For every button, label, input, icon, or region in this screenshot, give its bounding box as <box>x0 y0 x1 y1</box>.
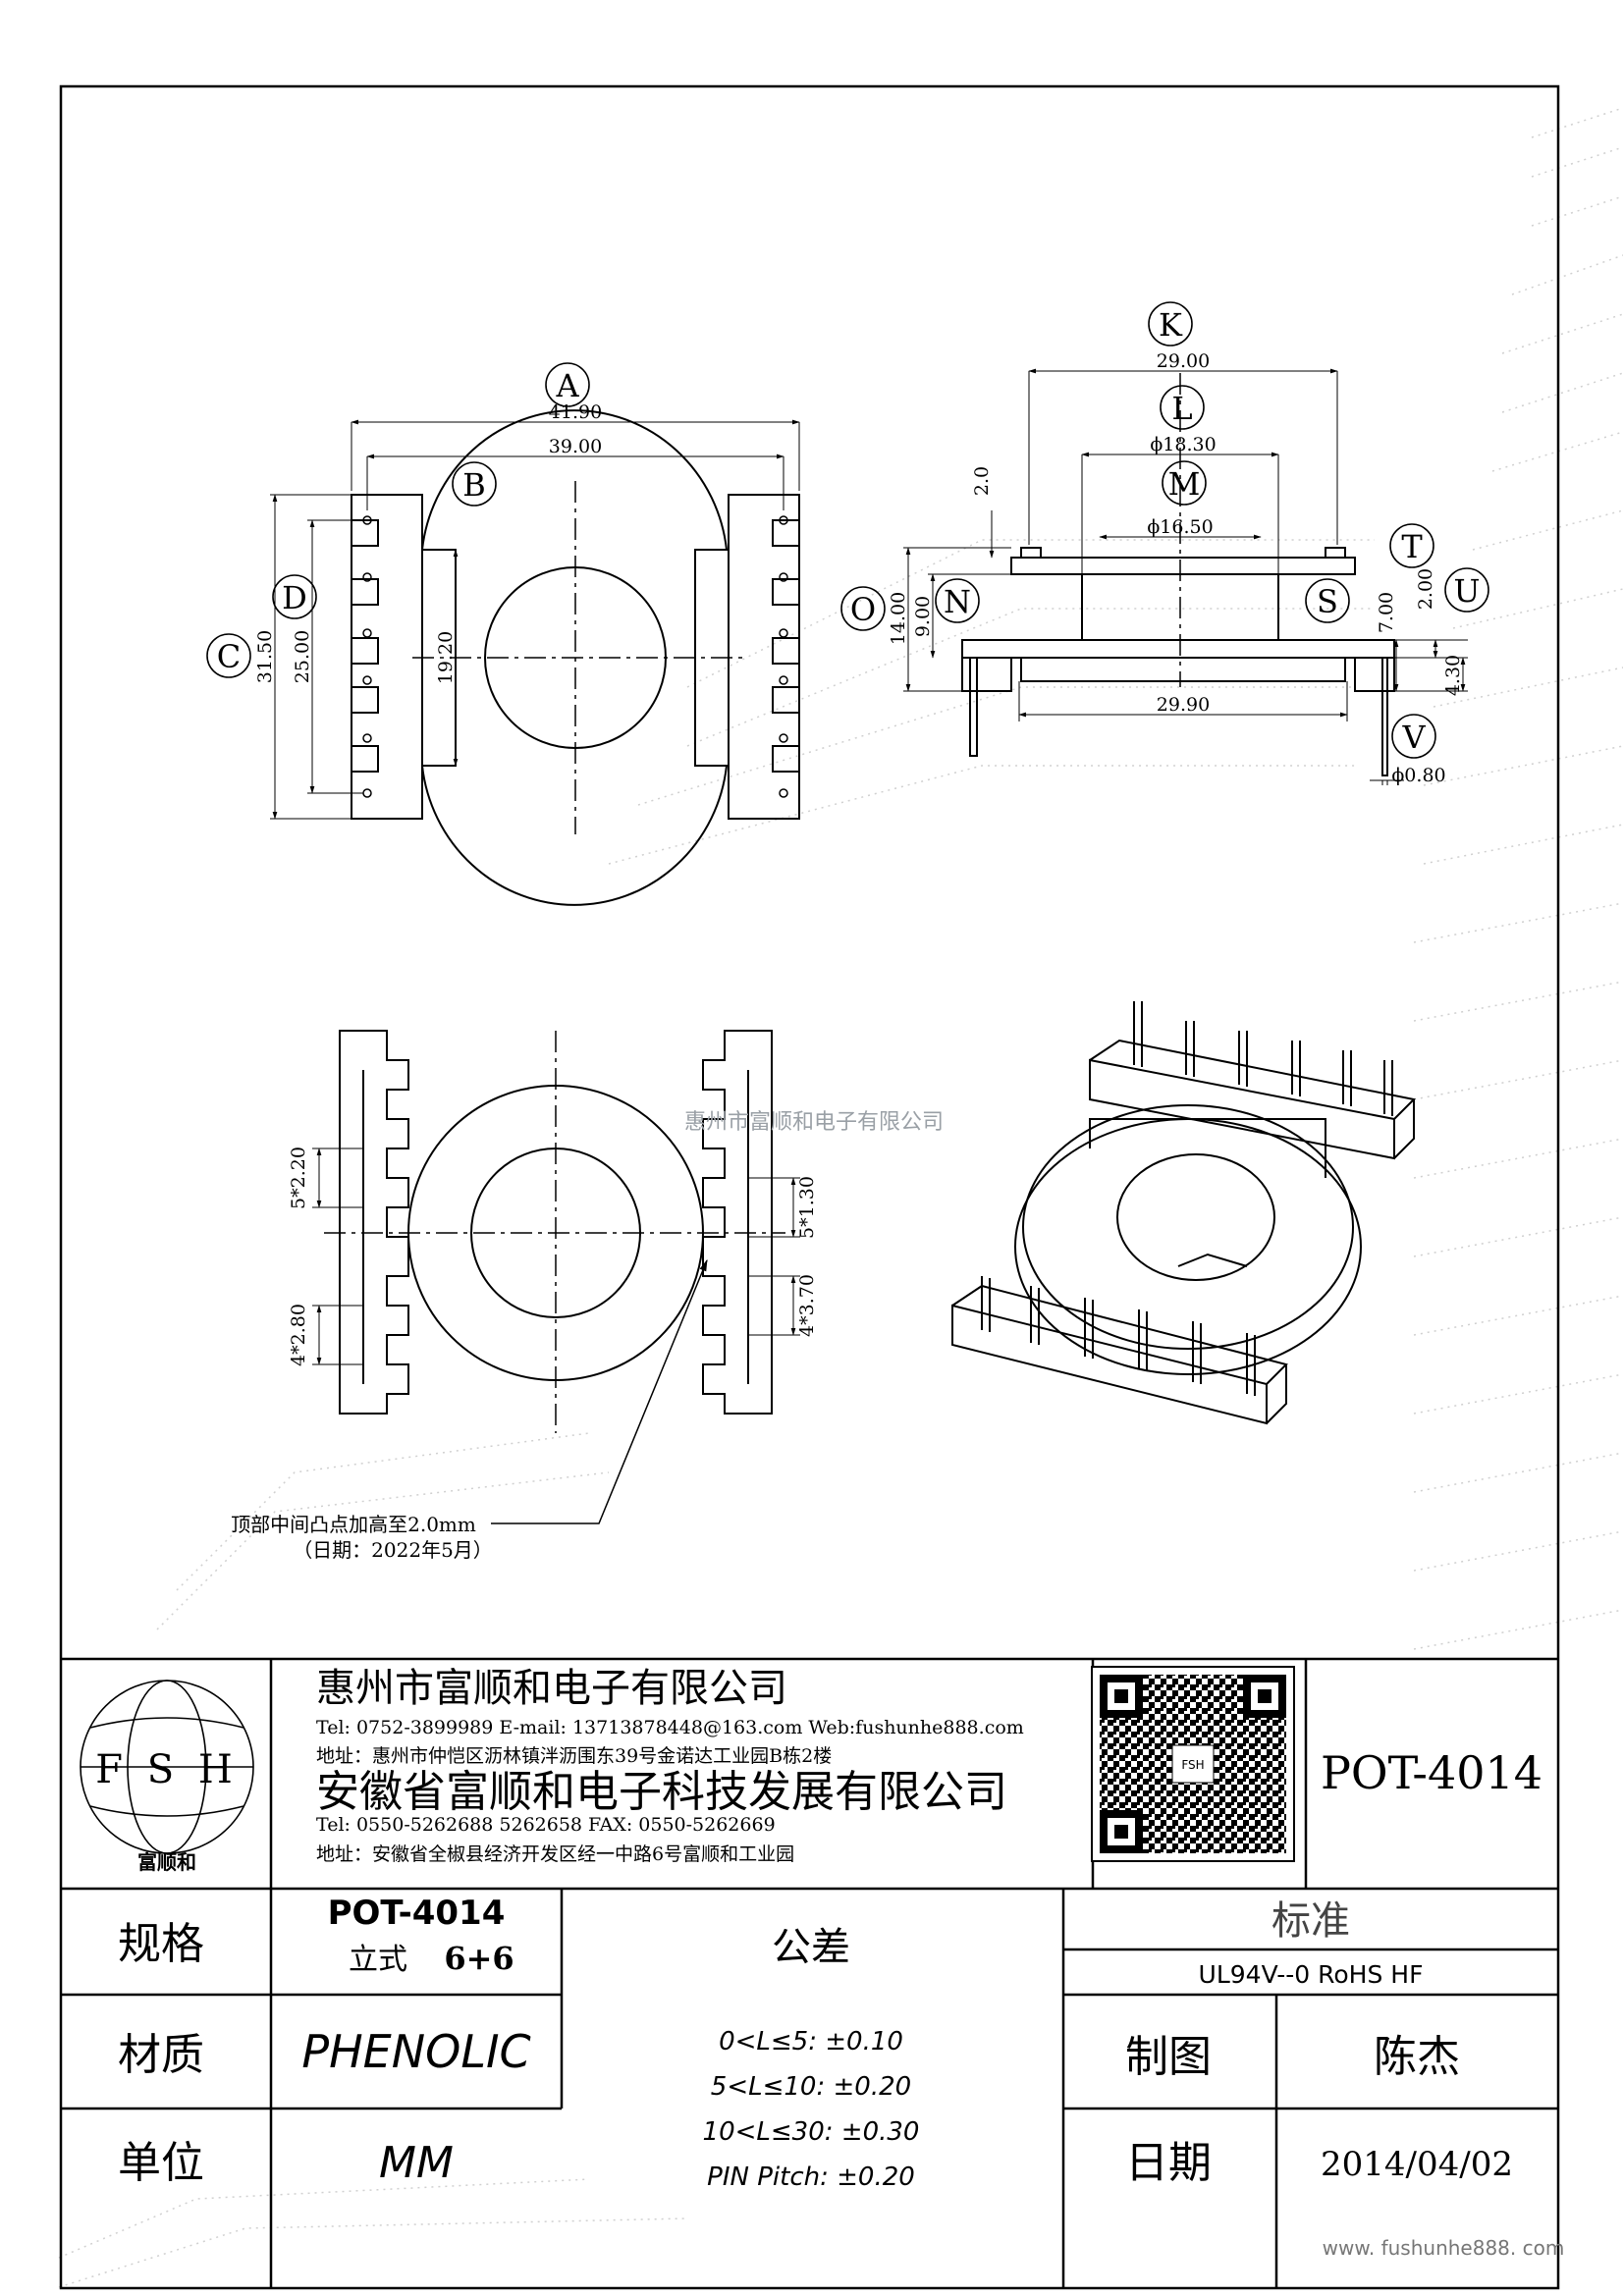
company1-contact: Tel: 0752-3899989 E-mail: 13713878448@16… <box>316 1717 1024 1738</box>
bottom-view-dimensions: 5*2.20 4*2.80 5*1.30 4*3.70 惠州市富顺和电子有限公司… <box>231 1110 944 1562</box>
logo-caption: 富顺和 <box>137 1850 196 1874</box>
standard-value: UL94V--0 RoHS HF <box>1199 1960 1424 1989</box>
spec-label: 规格 <box>118 1919 204 1969</box>
dim-right-bottom-value: 4*3.70 <box>796 1274 818 1337</box>
dim-h-value: 2.0 <box>971 466 993 496</box>
callout-t: T <box>1401 528 1423 565</box>
callout-n: N <box>944 583 971 620</box>
dim-right-top-value: 5*1.30 <box>796 1176 818 1239</box>
spec-sub-label: 立式 <box>349 1943 407 1977</box>
side-view-callouts <box>840 301 1489 759</box>
dim-n-value: 9.00 <box>912 596 934 637</box>
company2-contact: Tel: 0550-5262688 5262658 FAX: 0550-5262… <box>316 1814 776 1836</box>
dim-left-top-value: 5*2.20 <box>288 1147 309 1209</box>
dim-o-value: 14.00 <box>888 592 909 645</box>
drawer-label: 制图 <box>1125 2032 1212 2082</box>
tolerance-line-2: 5<L≤10: ±0.20 <box>711 2072 911 2102</box>
background-pattern <box>58 107 1623 2288</box>
front-view <box>270 409 800 906</box>
callout-s: S <box>1317 583 1338 620</box>
part-number: POT-4014 <box>1321 1746 1542 1799</box>
callout-k: K <box>1159 306 1183 344</box>
company-logo <box>80 1680 254 1854</box>
dim-u-value: 4.30 <box>1442 655 1464 696</box>
qr-code <box>1091 1666 1295 1862</box>
spec-value: POT-4014 <box>328 1894 506 1933</box>
tolerance-label: 公差 <box>772 1925 850 1970</box>
watermark-text: 惠州市富顺和电子有限公司 <box>684 1110 944 1135</box>
callout-o: O <box>850 591 876 628</box>
dim-c-value: 31.50 <box>254 630 276 683</box>
drawer-value: 陈杰 <box>1374 2032 1460 2082</box>
callout-b: B <box>462 466 486 504</box>
callout-u: U <box>1454 572 1481 610</box>
material-value: PHENOLIC <box>301 2025 530 2078</box>
side-view-callout-letters: K L M N O S T U V <box>850 306 1481 756</box>
front-view-callout-letters: A B C D <box>217 367 580 675</box>
dim-v-value: ϕ0.80 <box>1391 765 1445 786</box>
side-view <box>903 368 1468 785</box>
callout-l: L <box>1171 390 1192 427</box>
dim-t-value: 2.00 <box>1415 568 1436 610</box>
front-view-dimensions: 41.90 39.00 31.50 25.00 19.20 <box>254 401 602 684</box>
logo-letters: F S H <box>95 1747 238 1792</box>
note-line-2: （日期：2022年5月） <box>293 1538 493 1562</box>
material-label: 材质 <box>118 2030 204 2080</box>
dim-k-value: 29.00 <box>1157 350 1210 372</box>
company1-name: 惠州市富顺和电子有限公司 <box>316 1666 787 1711</box>
dim-l-value: ϕ18.30 <box>1150 434 1216 455</box>
unit-label: 单位 <box>118 2138 204 2188</box>
front-view-callouts <box>206 362 590 678</box>
qr-center-label: FSH <box>1181 1758 1204 1772</box>
dim-s-value: 7.00 <box>1376 592 1397 633</box>
company2-name: 安徽省富顺和电子科技发展有限公司 <box>316 1767 1007 1817</box>
dim-left-bottom-value: 4*2.80 <box>288 1304 309 1366</box>
note-line-1: 顶部中间凸点加高至2.0mm <box>231 1513 476 1536</box>
callout-m: M <box>1168 465 1201 503</box>
dim-e-value: 19.20 <box>435 631 457 684</box>
date-value: 2014/04/02 <box>1321 2145 1513 2184</box>
dim-d-value: 25.00 <box>292 630 313 683</box>
tolerance-line-4: PIN Pitch: ±0.20 <box>707 2163 915 2192</box>
isometric-view <box>951 1001 1417 1425</box>
sheet-frame <box>59 84 1560 2290</box>
dim-a-value: 41.90 <box>549 401 602 423</box>
tolerance-line-1: 0<L≤5: ±0.10 <box>719 2027 903 2056</box>
dim-b-value: 39.00 <box>549 436 602 457</box>
tolerance-line-3: 10<L≤30: ±0.30 <box>703 2117 920 2147</box>
callout-v: V <box>1401 719 1426 756</box>
bottom-view <box>312 1030 800 1524</box>
dim-m-value: ϕ16.50 <box>1147 516 1213 538</box>
company2-address: 地址：安徽省全椒县经济开发区经一中路6号富顺和工业园 <box>316 1843 794 1865</box>
company1-address: 地址：惠州市仲恺区沥林镇泮沥围东39号金诺达工业园B栋2楼 <box>316 1745 832 1767</box>
standard-label: 标准 <box>1271 1898 1350 1944</box>
footer-url: www. fushunhe888. com <box>1323 2236 1565 2260</box>
unit-value: MM <box>379 2138 454 2188</box>
dim-w-value: 29.90 <box>1157 694 1210 716</box>
callout-d: D <box>282 579 307 616</box>
date-label: 日期 <box>1125 2138 1212 2188</box>
callout-c: C <box>217 638 241 675</box>
spec-sub-value: 6+6 <box>444 1940 514 1977</box>
callout-a: A <box>555 367 579 404</box>
side-view-dimensions: 29.00 ϕ18.30 ϕ16.50 2.0 14.00 9.00 29.90… <box>888 350 1464 786</box>
